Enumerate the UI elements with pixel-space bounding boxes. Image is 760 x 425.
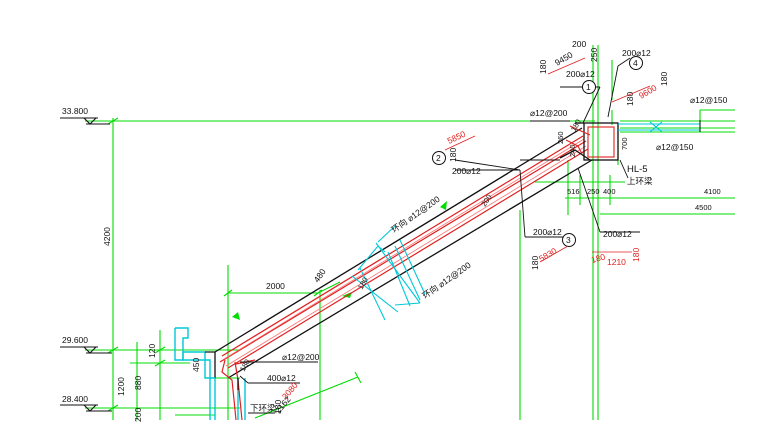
dim-240: 240 xyxy=(568,144,577,157)
bottom-rebar-label-a: ⌀12@200 xyxy=(282,352,320,362)
red-dim-9450: 9450 xyxy=(553,49,575,67)
callout-3-label: 3 xyxy=(566,235,571,245)
distribution-bars xyxy=(351,225,426,321)
green-lines xyxy=(85,45,735,420)
top-rebar-label: ⌀12@200 xyxy=(530,108,568,118)
red-dim-200-top: 200 xyxy=(572,39,586,49)
elevation-28400: 28.400 xyxy=(62,394,88,404)
callout-4-label: 4 xyxy=(633,58,638,68)
callout-circles xyxy=(432,56,643,247)
dim-250: 250 xyxy=(587,187,600,196)
red-dim-180-bottom: 180 xyxy=(273,400,283,414)
red-dim-180-lowc: 180 xyxy=(631,248,641,262)
top-beam-rebar xyxy=(565,125,615,158)
right-slab xyxy=(618,121,700,133)
callout-2-label: 2 xyxy=(436,153,441,163)
red-dim-180-top: 180 xyxy=(538,60,548,74)
callout-3b-rebar: 200⌀12 xyxy=(603,229,632,239)
distribution-rebar-a: 环向 ⌀12@200 xyxy=(389,194,441,235)
distribution-rebar-b: 环向 ⌀12@200 xyxy=(420,260,472,301)
callout-1-label: 1 xyxy=(586,82,591,92)
bottom-rebar-label-b: 400⌀12 xyxy=(267,373,296,383)
callout-2 xyxy=(432,151,446,165)
bottom-ring-beam-label: 下环梁 xyxy=(250,403,276,413)
dim-450: 450 xyxy=(191,358,201,372)
red-dim-leader-mid xyxy=(444,135,476,151)
dim-4200: 4200 xyxy=(102,227,112,246)
dim-1200: 1200 xyxy=(116,377,126,396)
callout-2-rebar: 200⌀12 xyxy=(452,166,481,176)
red-dim-9600: 9600 xyxy=(637,82,659,100)
red-dim-180-lowb: 180 xyxy=(590,252,607,265)
red-dim-leader-r xyxy=(611,85,651,103)
bottom-beam-outline xyxy=(205,351,239,390)
red-dim-leader-top xyxy=(547,57,586,75)
red-dim-180-mid: 180 xyxy=(448,148,458,162)
leader-lines xyxy=(239,57,640,414)
right-rebar-label-a: ⌀12@150 xyxy=(690,95,728,105)
dim-260: 260 xyxy=(556,131,565,144)
callout-3 xyxy=(562,233,576,247)
callout-1 xyxy=(582,80,596,94)
right-rebar-label-b: ⌀12@150 xyxy=(656,142,694,152)
red-dim-250-top: 250 xyxy=(589,48,599,62)
red-dim-5850: 5850 xyxy=(446,129,468,146)
dim-2000: 2000 xyxy=(266,281,285,291)
dim-400: 400 xyxy=(603,187,616,196)
callout-1-rebar: 200⌀12 xyxy=(566,69,595,79)
dim-4500: 4500 xyxy=(695,203,712,212)
top-ring-beam-label: 上环梁 xyxy=(627,176,653,186)
red-dim-5830: 5830 xyxy=(537,245,559,263)
dim-120: 120 xyxy=(147,344,157,358)
bottom-ring-beam xyxy=(174,327,246,420)
dim-200-bottom: 200 xyxy=(133,408,143,422)
sloped-slab xyxy=(214,127,593,379)
callout-4-rebar: 200⌀12 xyxy=(622,48,651,58)
slab-rebar-faint xyxy=(223,138,587,367)
beam-hl5-label: HL-5 xyxy=(627,164,648,175)
callout-3-rebar: 200⌀12 xyxy=(533,227,562,237)
elevation-33800: 33.800 xyxy=(62,106,88,116)
dim-880: 880 xyxy=(133,376,143,390)
callout-4 xyxy=(629,56,643,70)
red-dim-180-low: 180 xyxy=(530,256,540,270)
elevation-29600: 29.600 xyxy=(62,335,88,345)
dim-700: 700 xyxy=(620,137,629,150)
dim-516: 516 xyxy=(567,187,580,196)
dim-480: 480 xyxy=(311,267,327,285)
red-dim-180-r-b: 180 xyxy=(659,72,669,86)
slab-rebar xyxy=(219,135,589,369)
dim-4100: 4100 xyxy=(704,187,721,196)
dim-180-slab-a: 180 xyxy=(238,358,252,373)
red-dim-180-r-a: 180 xyxy=(625,92,635,106)
red-dim-1210: 1210 xyxy=(607,257,626,267)
red-dim-leader-low xyxy=(539,245,569,263)
top-ring-beam xyxy=(559,122,619,161)
elevation-marks xyxy=(60,117,112,412)
